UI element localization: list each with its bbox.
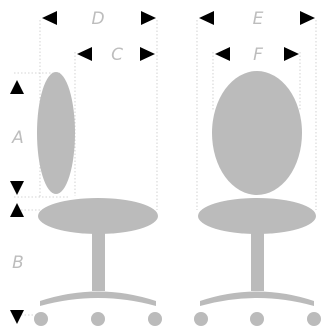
side-wheel-left [34, 312, 48, 326]
side-base [40, 291, 156, 306]
arrow-c-left-icon [77, 47, 92, 61]
side-wheel-right [148, 312, 162, 326]
front-wheel-middle [250, 312, 264, 326]
front-seat [198, 198, 316, 234]
side-seat [38, 198, 158, 234]
front-base [200, 291, 314, 306]
arrow-c-right-icon [140, 47, 155, 61]
front-wheel-left [194, 312, 208, 326]
side-column [92, 233, 105, 291]
arrow-a-up-icon [10, 80, 24, 94]
arrow-d-right-icon [141, 11, 156, 25]
front-backrest [212, 71, 302, 195]
side-wheel-middle [91, 312, 105, 326]
arrow-f-left-icon [215, 47, 230, 61]
label-e: E [253, 9, 264, 29]
front-wheel-right [307, 312, 321, 326]
arrow-b-down-icon [10, 310, 24, 324]
label-c: C [111, 45, 123, 65]
label-f: F [253, 45, 263, 65]
arrow-a-down-icon [10, 181, 24, 195]
dimension-labels: D C E F A B [11, 9, 263, 273]
arrow-d-left-icon [42, 11, 57, 25]
guide-lines [14, 20, 317, 316]
side-backrest [37, 72, 75, 194]
label-b: B [12, 253, 24, 273]
dimension-arrows [10, 11, 315, 324]
label-d: D [91, 9, 104, 29]
front-column [251, 233, 264, 291]
arrow-e-left-icon [199, 11, 214, 25]
arrow-f-right-icon [284, 47, 299, 61]
chair-front-view [194, 71, 321, 326]
arrow-b-up-icon [10, 203, 24, 217]
label-a: A [11, 128, 24, 148]
chair-side-view [34, 72, 162, 326]
arrow-e-right-icon [300, 11, 315, 25]
